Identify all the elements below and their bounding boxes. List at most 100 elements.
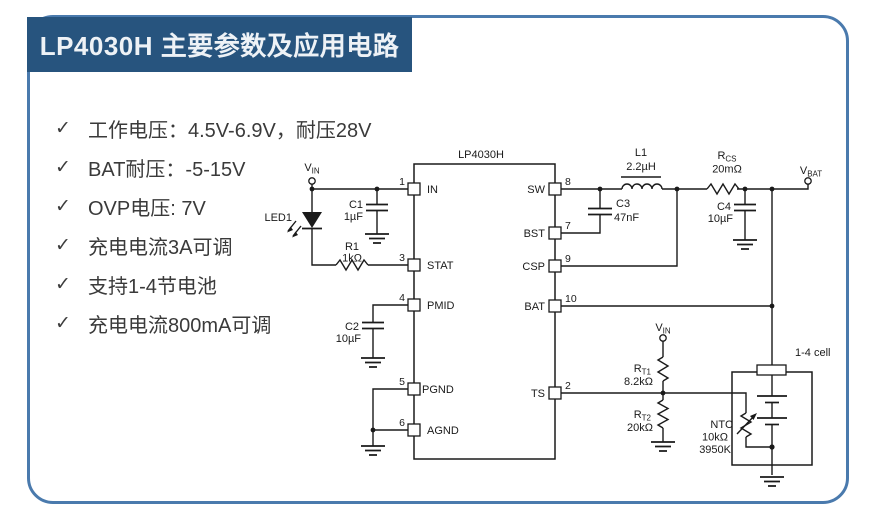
feature-list: ✓工作电压：4.5V-6.9V，耐压28V ✓ BAT耐压：-5-15V ✓ OVP…: [55, 115, 371, 349]
gnd-wires: [370, 388, 408, 446]
list-item: ✓ 充电电流800mA可调: [55, 310, 371, 337]
csp-wire: [561, 189, 678, 267]
pin-number: 3: [399, 252, 405, 264]
capacitor-c4: C4 10µF: [708, 189, 756, 240]
pin-number: 6: [399, 417, 405, 429]
c1-name: C1: [349, 199, 363, 211]
pin-number: 10: [565, 293, 577, 305]
list-item: ✓ 支持1-4节电池: [55, 271, 371, 298]
list-item: ✓工作电压：4.5V-6.9V，耐压28V: [55, 115, 371, 142]
r1-value: 1kΩ: [342, 253, 362, 265]
rt2-value: 20kΩ: [627, 422, 653, 434]
ground-icon: [361, 445, 385, 456]
resistor-rcs: RCS 20mΩ: [706, 150, 742, 196]
vin-label: VIN: [655, 322, 671, 336]
feature-text: 充电电流3A可调: [88, 236, 233, 259]
c3-name: C3: [616, 198, 630, 210]
pin-name: AGND: [427, 425, 459, 437]
list-item: ✓ 充电电流3A可调: [55, 232, 371, 259]
pin-ts: 2 TS: [531, 380, 571, 400]
rcs-value: 20mΩ: [712, 164, 742, 176]
pin-number: 2: [565, 380, 571, 392]
pin-name: TS: [531, 388, 545, 400]
pin-number: 9: [565, 253, 571, 265]
r1-name: R1: [345, 241, 359, 253]
pin-name: PGND: [422, 384, 454, 396]
pin-name: PMID: [427, 300, 455, 312]
resistor-rt1: RT1 8.2kΩ: [624, 341, 670, 400]
pin-number: 4: [399, 292, 405, 304]
vbat-terminal: VBAT: [800, 165, 822, 185]
check-icon: ✓: [55, 234, 71, 256]
check-icon: ✓: [55, 312, 71, 334]
inductor-l1: L1 2.2µH: [621, 147, 663, 190]
ground-icon: [651, 441, 675, 452]
feature-text: 支持1-4节电池: [88, 275, 217, 298]
check-icon: ✓: [55, 156, 71, 178]
pin-name: IN: [427, 184, 438, 196]
ntc-name: NTC: [710, 419, 733, 431]
pin-bat: 10 BAT: [524, 293, 576, 313]
c2-name: C2: [345, 321, 359, 333]
pin-number: 5: [399, 376, 405, 388]
pin-agnd: 6 AGND: [399, 417, 459, 437]
capacitor-c2: C2 10µF: [336, 304, 408, 358]
c4-name: C4: [717, 201, 731, 213]
sw-rail: [561, 184, 809, 192]
vbat-label: VBAT: [800, 165, 822, 179]
list-item: ✓ BAT耐压：-5-15V: [55, 154, 371, 181]
rt1-name: RT1: [634, 363, 652, 377]
pin-bst: 7 BST: [524, 220, 571, 240]
check-icon: ✓: [55, 117, 71, 139]
pin-number: 7: [565, 220, 571, 232]
ntc-thermistor: NTC 10kΩ 3950K: [561, 392, 772, 456]
c4-value: 10µF: [708, 213, 734, 225]
pin-pmid: 4 PMID: [399, 292, 454, 312]
pin-name: BAT: [524, 301, 545, 313]
input-wires: [309, 184, 408, 212]
ground-icon: [361, 357, 385, 368]
check-icon: ✓: [55, 273, 71, 295]
ground-icon: [365, 233, 389, 244]
capacitor-c1: C1 1µF: [344, 189, 388, 234]
c2-value: 10µF: [336, 333, 362, 345]
ic-label: LP4030H: [458, 149, 504, 161]
pin-name: SW: [527, 184, 545, 196]
l1-name: L1: [635, 147, 647, 159]
check-icon: ✓: [55, 195, 71, 217]
pin-number: 1: [399, 176, 405, 188]
vin-terminal-2: VIN: [655, 322, 671, 342]
resistor-r1: R1 1kΩ: [311, 228, 408, 272]
pin-name: STAT: [427, 260, 454, 272]
page-title: LP4030H 主要参数及应用电路: [39, 31, 400, 61]
pin-name: BST: [524, 228, 546, 240]
content-frame-border: [27, 15, 849, 504]
ntc-value: 10kΩ: [702, 432, 728, 444]
vin-label: VIN: [304, 162, 320, 176]
rt2-name: RT2: [634, 409, 652, 423]
pin-stat: 3 STAT: [399, 252, 454, 272]
c3-value: 47nF: [614, 212, 639, 224]
ground-icon: [760, 476, 784, 487]
led1-diode: LED1: [264, 212, 322, 238]
l1-value: 2.2µH: [626, 161, 656, 173]
led1-label: LED1: [264, 212, 292, 224]
battery-label: 1-4 cell: [795, 347, 830, 359]
feature-text: 充电电流800mA可调: [88, 314, 272, 337]
vin-terminal: VIN: [304, 162, 320, 185]
pin-csp: 9 CSP: [522, 253, 571, 273]
feature-text: OVP电压: 7V: [88, 197, 206, 220]
bat-wires: [561, 189, 775, 365]
pin-name: CSP: [522, 261, 545, 273]
ground-icon: [733, 239, 757, 250]
rcs-name: RCS: [717, 150, 736, 164]
pin-pgnd: 5 PGND: [399, 376, 454, 396]
pin-in: 1 IN: [399, 176, 438, 196]
feature-text: BAT耐压：-5-15V: [88, 158, 246, 181]
pin-number: 8: [565, 176, 571, 188]
resistor-rt2: RT2 20kΩ: [627, 399, 670, 442]
ntc-temp: 3950K: [699, 444, 731, 456]
rt1-value: 8.2kΩ: [624, 376, 653, 388]
